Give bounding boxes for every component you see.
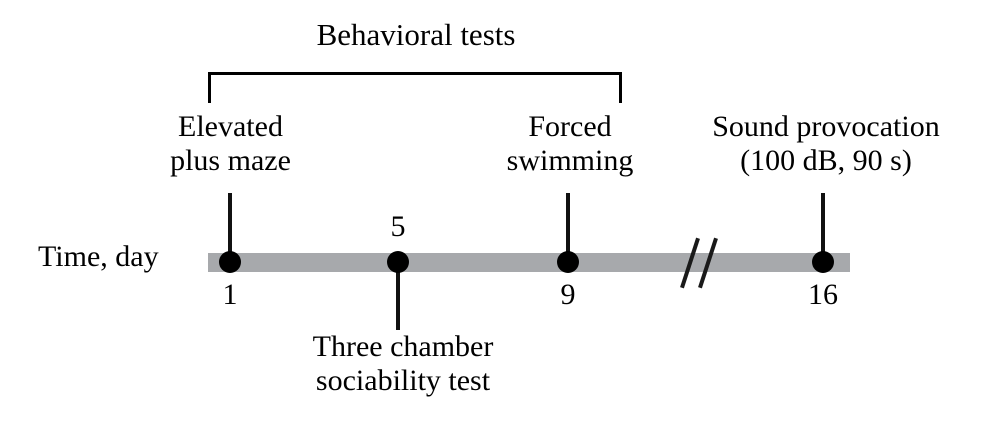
axis-title-time-day: Time, day [38,240,159,273]
event-label-forced-swimming: Forced swimming [470,110,670,177]
marker-day-number: 1 [222,278,238,311]
event-label-sound-provocation: Sound provocation (100 dB, 90 s) [666,110,986,177]
event-label-line2: sociability test [315,363,491,397]
event-label-elevated-plus-maze: Elevated plus maze [128,110,333,177]
marker-dot [812,251,834,273]
marker-day-number: 16 [808,278,838,311]
event-label-line1: Elevated [178,110,283,143]
marker-dot [557,251,579,273]
axis-break-icon [676,237,736,289]
event-label-line2: (100 dB, 90 s) [740,143,912,177]
behavioral-tests-bracket [208,72,622,103]
marker-stem-up [821,193,825,262]
axis-break-slash-1 [680,237,700,289]
bracket-horizontal-line [208,72,622,75]
marker-day-number: 9 [560,278,576,311]
marker-stem-up [566,193,570,262]
event-label-line1: Forced [528,110,612,143]
event-label-line2: swimming [506,143,634,177]
marker-dot [387,251,409,273]
marker-day-number: 5 [390,210,406,243]
behavioral-tests-title: Behavioral tests [316,17,516,52]
event-label-line1: Three chamber [312,330,494,363]
timeline-axis-bar [208,253,850,272]
bracket-left-leg [208,72,211,103]
bracket-right-leg [619,72,622,103]
marker-stem-down [396,262,400,330]
event-label-three-chamber-sociability-test: Three chamber sociability test [258,330,548,397]
marker-stem-up [228,193,232,262]
event-label-line1: Sound provocation [712,110,940,143]
axis-break-slash-2 [698,237,718,289]
event-label-line2: plus maze [170,143,291,177]
marker-dot [219,251,241,273]
